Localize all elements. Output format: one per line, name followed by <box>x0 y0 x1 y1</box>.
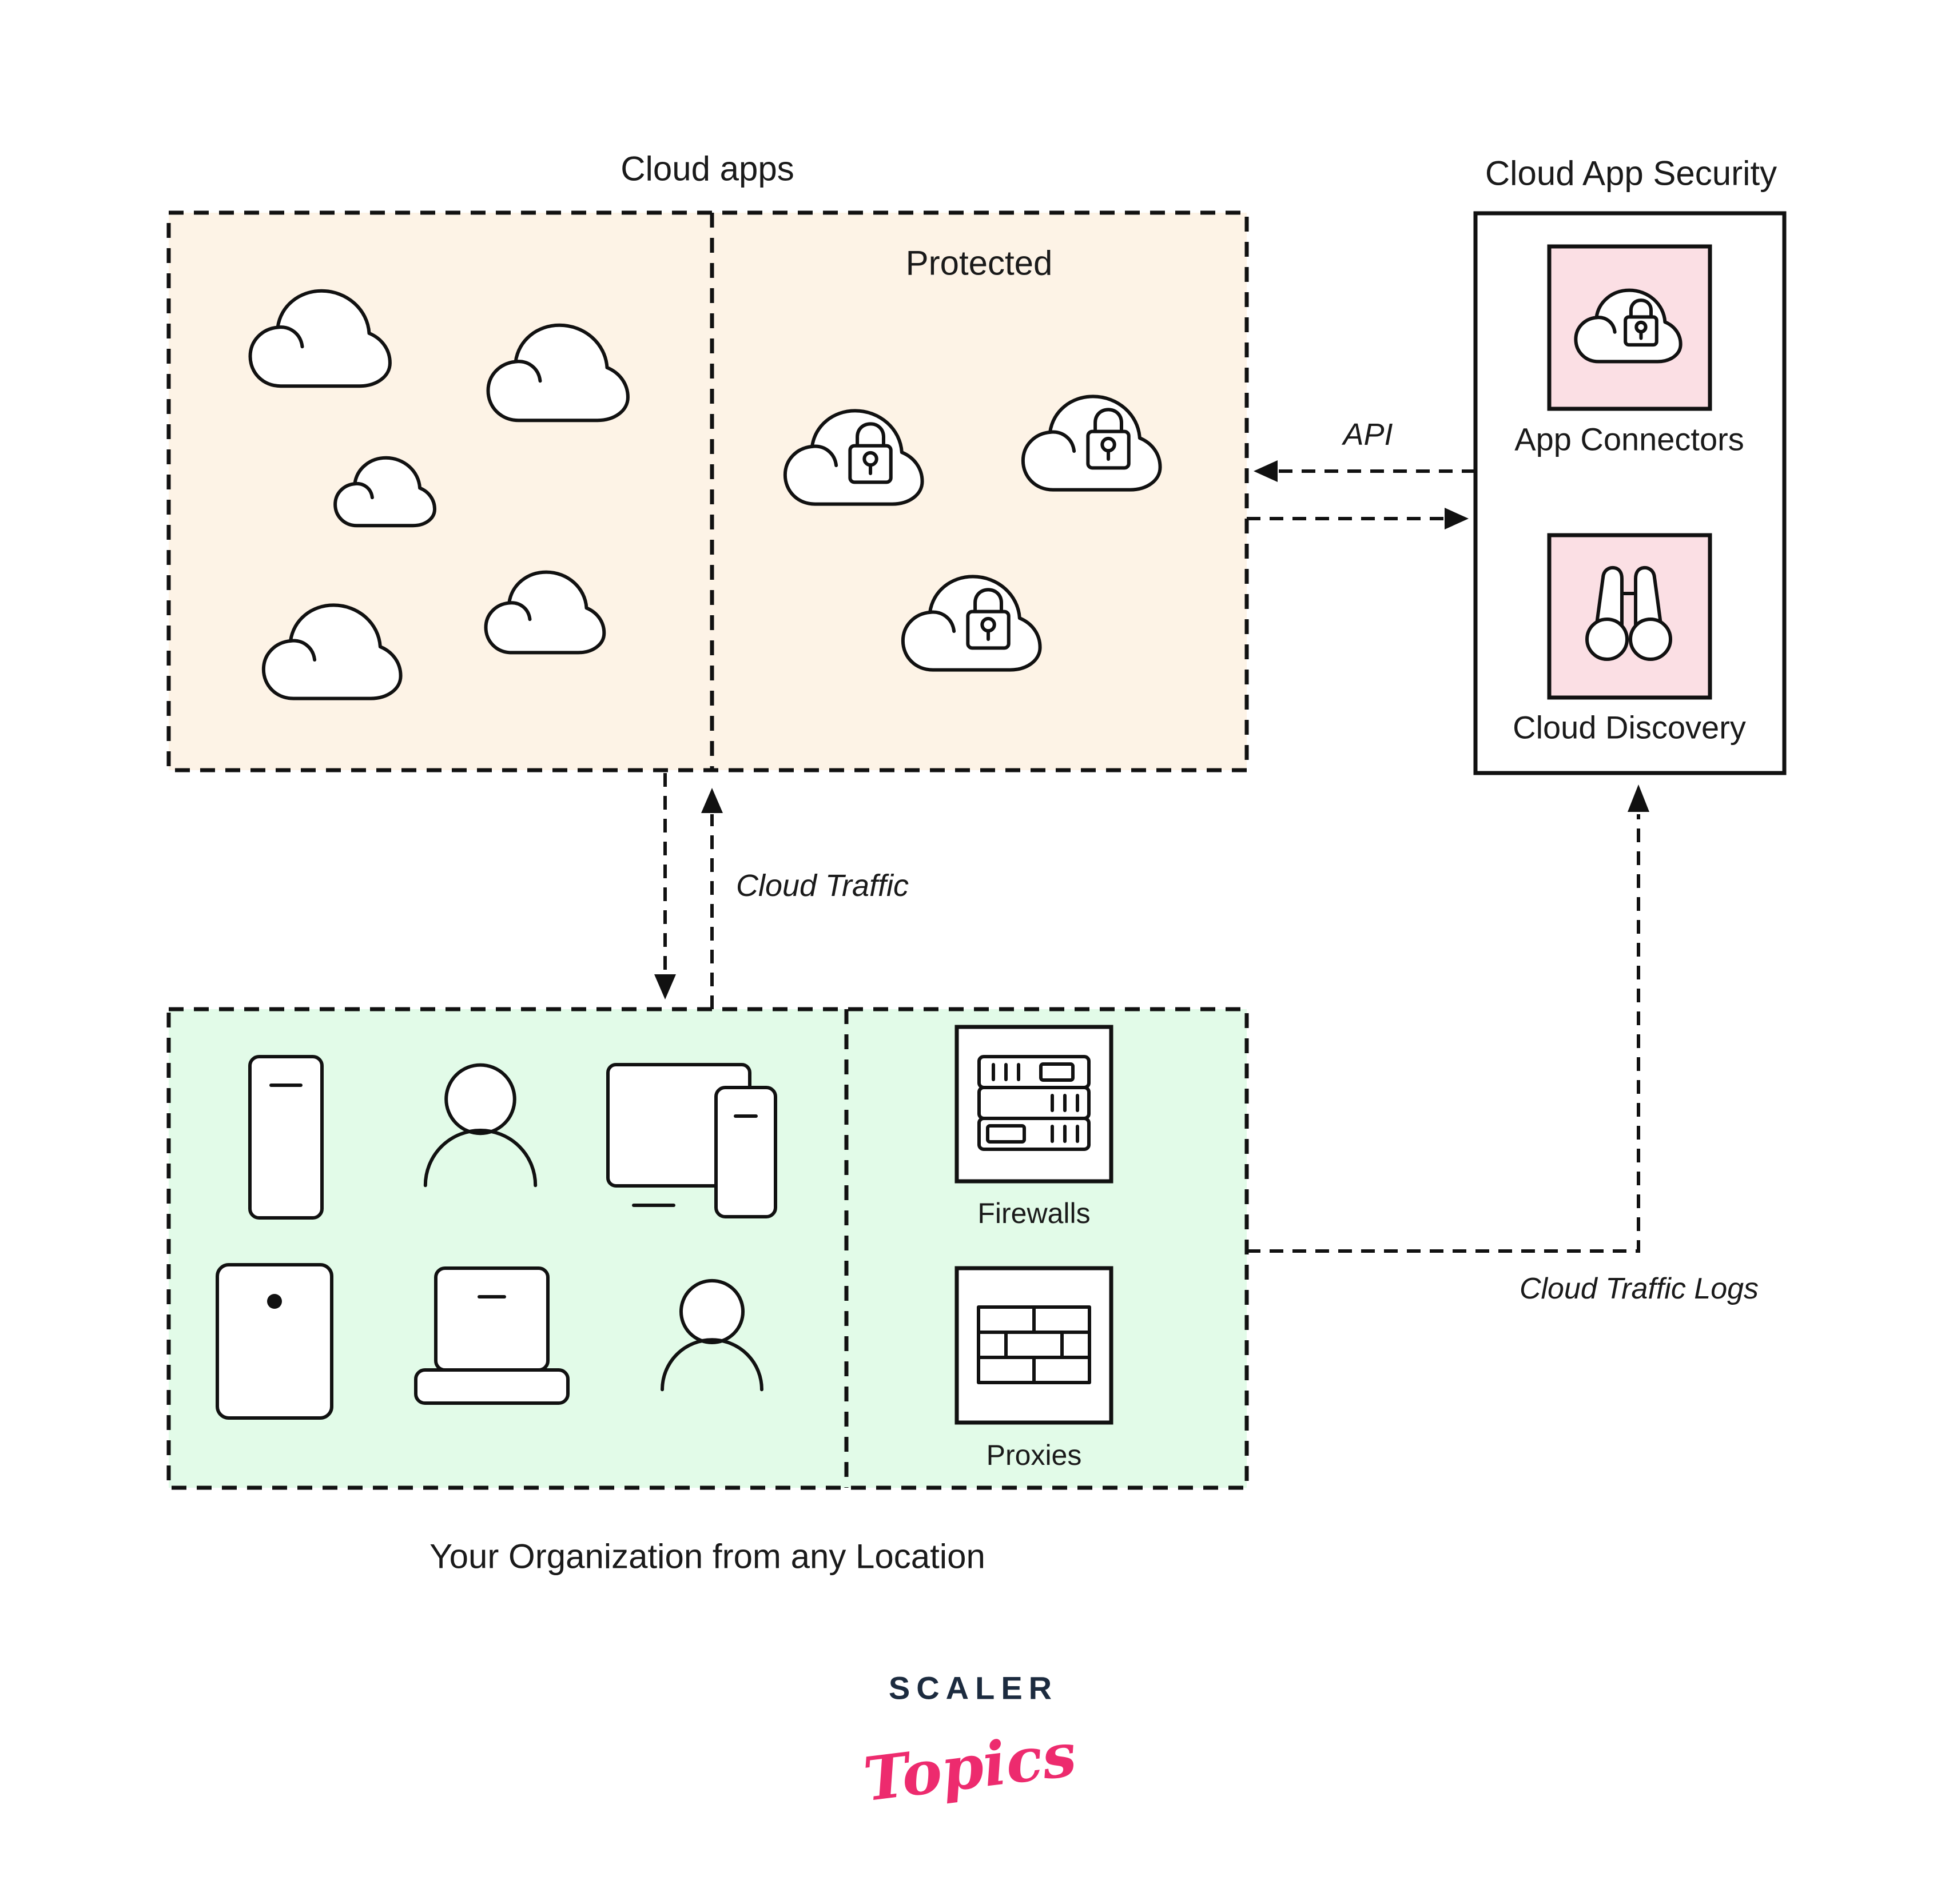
api-label: API <box>1343 417 1393 452</box>
protected-label: Protected <box>905 244 1053 282</box>
brick-wall-icon <box>954 1266 1113 1425</box>
app-connectors-label: App Connectors <box>1514 421 1744 457</box>
firewalls-label: Firewalls <box>977 1197 1091 1229</box>
cloud-traffic-down-arrow <box>654 773 676 999</box>
organization-label: Your Organization from any Location <box>429 1537 985 1576</box>
cloud-traffic-label: Cloud Traffic <box>735 869 909 903</box>
api-arrow-to-apps <box>1254 460 1475 482</box>
smartphone-icon <box>248 1055 324 1220</box>
api-arrow-to-security <box>1247 508 1469 529</box>
logo-scaler-text: SCALER <box>888 1670 1059 1706</box>
cloud-app-security-title: Cloud App Security <box>1485 154 1777 193</box>
cloud-apps-title: Cloud apps <box>621 149 794 188</box>
cloud-traffic-logs-label: Cloud Traffic Logs <box>1519 1272 1759 1305</box>
server-rack-icon <box>954 1025 1113 1184</box>
monitor-phone-icon <box>606 1063 777 1218</box>
cloud-discovery-tile <box>1547 533 1712 700</box>
proxies-label: Proxies <box>986 1439 1082 1471</box>
laptop-icon <box>414 1266 570 1405</box>
cloud-traffic-logs-arrow <box>1247 784 1649 1253</box>
tablet-icon <box>216 1263 333 1420</box>
cloud-discovery-label: Cloud Discovery <box>1513 709 1746 746</box>
cloud-traffic-up-arrow <box>701 788 723 1009</box>
